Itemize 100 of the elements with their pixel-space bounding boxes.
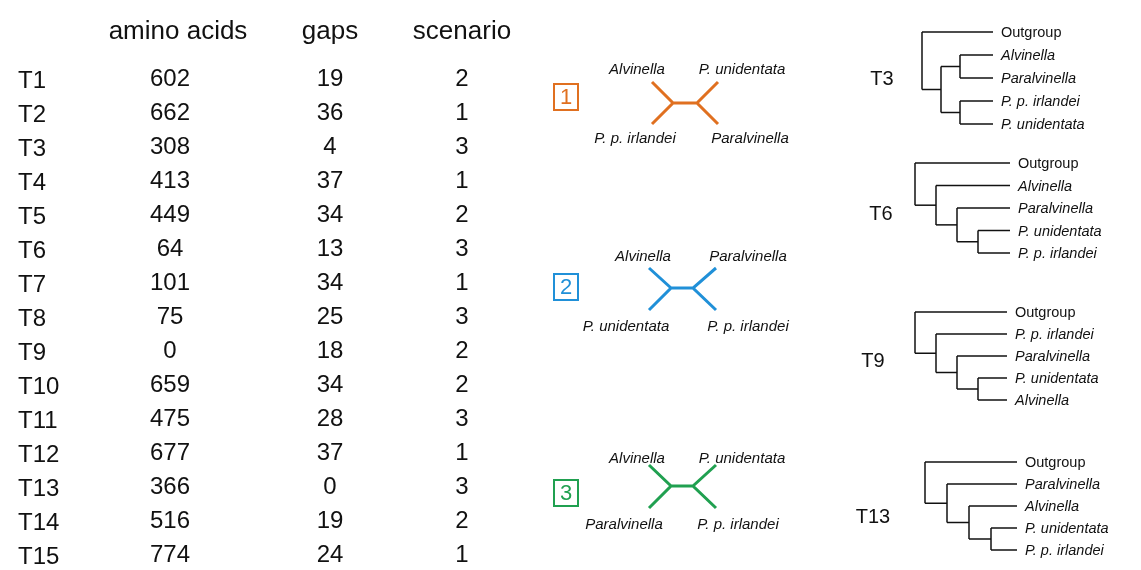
taxon-label: Paralvinella bbox=[709, 247, 787, 263]
table-cell: 4 bbox=[323, 134, 337, 158]
table-cell: 19 bbox=[316, 66, 344, 90]
taxon-label: Outgroup bbox=[1025, 454, 1086, 470]
taxon-label: Alvinella bbox=[1025, 498, 1079, 514]
taxon-label: P. p. irlandei bbox=[697, 515, 779, 531]
table-cell: 475 bbox=[150, 406, 190, 430]
table-cell: 774 bbox=[150, 542, 190, 566]
table-cell: 13 bbox=[316, 236, 344, 260]
table-cell: 3 bbox=[455, 304, 469, 328]
table-cell: 34 bbox=[316, 372, 344, 396]
taxon-label: Alvinella bbox=[615, 247, 671, 263]
table-cell: 2 bbox=[455, 372, 469, 396]
table-cell: 34 bbox=[316, 202, 344, 226]
taxon-label: Paralvinella bbox=[1001, 70, 1076, 86]
row-label: T13 bbox=[18, 476, 60, 500]
taxon-label: Alvinella bbox=[609, 60, 665, 76]
taxon-label: Paralvinella bbox=[1015, 348, 1090, 364]
table-cell: 75 bbox=[156, 304, 184, 328]
row-label: T14 bbox=[18, 510, 60, 534]
taxon-label: P. unidentata bbox=[698, 449, 786, 465]
row-label: T5 bbox=[18, 204, 46, 228]
table-cell: 28 bbox=[316, 406, 344, 430]
row-label: T7 bbox=[18, 272, 46, 296]
table-cell: 18 bbox=[316, 338, 344, 362]
taxon-label: Outgroup bbox=[1015, 304, 1076, 320]
row-label: T12 bbox=[18, 442, 60, 466]
table-cell: 2 bbox=[455, 66, 469, 90]
row-label: T4 bbox=[18, 170, 46, 194]
table-cell: 0 bbox=[323, 474, 337, 498]
row-label: T11 bbox=[18, 408, 58, 432]
table-cell: 1 bbox=[455, 168, 469, 192]
taxon-label: P. p. irlandei bbox=[1025, 542, 1104, 558]
table-cell: 3 bbox=[455, 236, 469, 260]
table-cell: 3 bbox=[455, 474, 469, 498]
table-cell: 19 bbox=[316, 508, 344, 532]
scenario-number-box: 3 bbox=[553, 479, 579, 507]
row-label: T15 bbox=[18, 544, 60, 568]
table-cell: 659 bbox=[150, 372, 190, 396]
table-cell: 101 bbox=[150, 270, 190, 294]
table-cell: 1 bbox=[455, 440, 469, 464]
row-label: T2 bbox=[18, 102, 46, 126]
taxon-label: Paralvinella bbox=[1025, 476, 1100, 492]
table-cell: 366 bbox=[150, 474, 190, 498]
tree-label: T3 bbox=[870, 68, 894, 88]
taxon-label: Paralvinella bbox=[711, 129, 789, 145]
taxon-label: Alvinella bbox=[1001, 47, 1055, 63]
taxon-label: Alvinella bbox=[609, 449, 665, 465]
table-cell: 602 bbox=[150, 66, 190, 90]
tree-label: T6 bbox=[869, 203, 893, 223]
table-cell: 2 bbox=[455, 202, 469, 226]
taxon-label: P. unidentata bbox=[1015, 370, 1099, 386]
table-cell: 2 bbox=[455, 338, 469, 362]
tree-label: T13 bbox=[855, 506, 891, 526]
table-cell: 3 bbox=[455, 406, 469, 430]
taxon-label: P. unidentata bbox=[1018, 223, 1102, 238]
column-header: gaps bbox=[301, 17, 359, 43]
table-cell: 308 bbox=[150, 134, 190, 158]
taxon-label: P. p. irlandei bbox=[1018, 245, 1097, 261]
taxon-label: P. unidentata bbox=[1025, 520, 1109, 536]
taxon-label: Paralvinella bbox=[1018, 200, 1093, 216]
row-label: T3 bbox=[18, 136, 46, 160]
row-label: T10 bbox=[18, 374, 60, 398]
taxon-label: P. p. irlandei bbox=[1015, 326, 1094, 342]
table-cell: 516 bbox=[150, 508, 190, 532]
row-label: T6 bbox=[18, 238, 46, 262]
table-cell: 36 bbox=[316, 100, 344, 124]
table-cell: 1 bbox=[455, 100, 469, 124]
column-header: amino acids bbox=[108, 17, 248, 43]
table-cell: 34 bbox=[316, 270, 344, 294]
taxon-label: Alvinella bbox=[1018, 178, 1072, 193]
taxon-label: Alvinella bbox=[1015, 392, 1069, 408]
scenario-number-box: 2 bbox=[553, 273, 579, 301]
taxon-label: P. unidentata bbox=[698, 60, 786, 76]
row-label: T1 bbox=[18, 68, 46, 92]
table-cell: 449 bbox=[150, 202, 190, 226]
table-cell: 24 bbox=[316, 542, 344, 566]
taxon-label: P. unidentata bbox=[1001, 116, 1085, 132]
tree-label: T9 bbox=[861, 350, 885, 370]
table-cell: 37 bbox=[316, 168, 344, 192]
taxon-label: P. p. irlandei bbox=[1001, 93, 1080, 109]
table-cell: 2 bbox=[455, 508, 469, 532]
taxon-label: Outgroup bbox=[1001, 24, 1062, 40]
taxon-label: P. unidentata bbox=[582, 317, 670, 333]
taxon-label: Paralvinella bbox=[585, 515, 663, 531]
table-cell: 413 bbox=[150, 168, 190, 192]
row-label: T8 bbox=[18, 306, 46, 330]
taxon-label: P. p. irlandei bbox=[594, 129, 676, 145]
table-cell: 0 bbox=[163, 338, 177, 362]
row-label: T9 bbox=[18, 340, 46, 364]
taxon-label: P. p. irlandei bbox=[707, 317, 789, 333]
column-header: scenario bbox=[412, 17, 512, 43]
table-cell: 37 bbox=[316, 440, 344, 464]
taxon-label: Outgroup bbox=[1018, 155, 1079, 171]
table-cell: 677 bbox=[150, 440, 190, 464]
table-cell: 1 bbox=[455, 270, 469, 294]
table-cell: 1 bbox=[455, 542, 469, 566]
scenario-number-box: 1 bbox=[553, 83, 579, 111]
table-cell: 662 bbox=[150, 100, 190, 124]
table-cell: 64 bbox=[156, 236, 184, 260]
